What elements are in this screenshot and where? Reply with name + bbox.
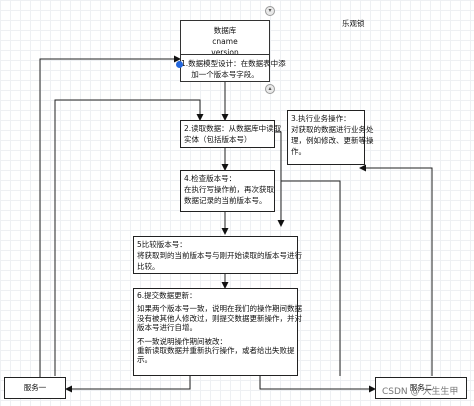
step5-line1: 5比较版本号：	[137, 240, 187, 249]
step3-box[interactable]: 3.执行业务操作： 对获取的数据进行业务处 理，例如修改、更新等操 作。	[287, 110, 374, 165]
step6-box[interactable]: 6.提交数据更新： 如果两个版本号一致，说明在我们的操作期间数据 没有被其他人修…	[133, 288, 302, 376]
connector-step6-svc2	[259, 376, 376, 393]
watermark: CSDN @ 大生生甲	[382, 387, 459, 397]
step1-box[interactable]: 1.数据模型设计：在数据表中添 加一个版本号字段。	[180, 54, 286, 82]
step3-line3: 理，例如修改、更新等操	[291, 136, 374, 145]
step6-line7: 不一致说明操作期间被改：	[137, 336, 227, 346]
step2-box[interactable]: 2.读取数据：从数据库中读取 实体（包括版本号）	[180, 120, 282, 148]
step3-line2: 对获取的数据进行业务处	[291, 125, 374, 134]
database-box[interactable]: 数据库 cname version	[180, 20, 270, 57]
step1-line2: 加一个版本号字段。	[191, 70, 259, 79]
step4-line1: 4.检查版本号：	[184, 174, 237, 183]
step4-line2: 在执行写操作前，再次获取	[184, 185, 274, 194]
service-two-box[interactable]: 服务二	[375, 377, 467, 399]
step6-line5: 版本号进行自增。	[137, 323, 197, 333]
db-title: 数据库	[213, 26, 237, 35]
step5-line2: 将获取到的当前版本号与刚开始读取的版本号进行	[137, 251, 302, 260]
service-one-box[interactable]: 服务一	[4, 377, 66, 399]
step6-line8: 重新读取数据并重新执行操作，或者给出失败提	[137, 346, 295, 356]
connector-left-frame	[39, 55, 181, 377]
step3-line4: 作。	[291, 147, 306, 156]
connector-svc1-step2	[54, 99, 204, 376]
step6-line9: 示。	[137, 355, 152, 365]
step1-line1: 1.数据模型设计：在数据表中添	[181, 59, 286, 68]
connector-svc2-step3	[359, 164, 433, 376]
connector-step6-svc1	[65, 376, 191, 393]
step6-line3: 如果两个版本号一致，说明在我们的操作期间数据	[137, 304, 302, 314]
connector-svc2-step5	[281, 180, 341, 376]
top-label: 乐观锁	[342, 19, 365, 28]
step6-line4: 没有被其他人修改过，则提交数据更新操作，并对	[137, 313, 302, 323]
service-two-label: 服务二	[409, 383, 433, 392]
step2-line2: 实体（包括版本号）	[184, 135, 252, 144]
chevron-up-icon[interactable]: ▴	[265, 84, 275, 94]
chevron-down-icon[interactable]: ▾	[265, 6, 275, 16]
step4-line3: 数据记录的当前版本号。	[184, 196, 267, 205]
connection-point-icon[interactable]	[176, 61, 183, 68]
step3-line1: 3.执行业务操作：	[291, 114, 351, 123]
step5-line3: 比较。	[137, 262, 160, 271]
step4-box[interactable]: 4.检查版本号： 在执行写操作前，再次获取 数据记录的当前版本号。	[180, 170, 275, 212]
connector-step2-step3	[275, 131, 285, 227]
step2-line1: 2.读取数据：从数据库中读取	[184, 124, 282, 133]
db-field-version: version	[211, 48, 239, 57]
step6-line1: 6.提交数据更新：	[137, 291, 197, 300]
db-field-cname: cname	[212, 37, 238, 46]
step5-box[interactable]: 5比较版本号： 将获取到的当前版本号与刚开始读取的版本号进行 比较。	[133, 236, 302, 274]
service-one-label: 服务一	[23, 383, 47, 392]
